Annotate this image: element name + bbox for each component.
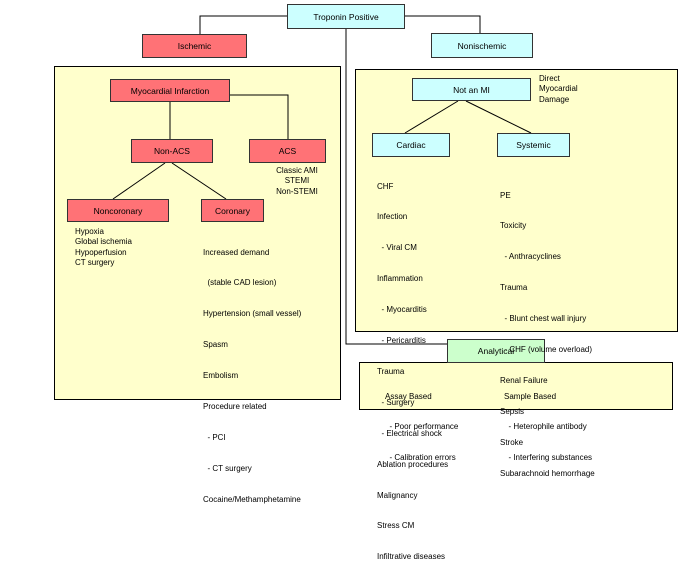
- noncoronary-item: CT surgery: [75, 257, 115, 267]
- troponin-positive-box: Troponin Positive: [287, 4, 405, 29]
- systemic-item: Sepsis: [500, 406, 525, 416]
- ischemic-box: Ischemic: [142, 34, 247, 58]
- acs-box: ACS: [249, 139, 326, 163]
- ischemic-panel: [54, 66, 341, 400]
- not-an-mi-box: Not an MI: [412, 78, 531, 101]
- nonischemic-box: Nonischemic: [431, 33, 533, 58]
- cardiac-box: Cardiac: [372, 133, 450, 157]
- cardiac-list: CHF Infection - Viral CM Inflammation - …: [377, 161, 448, 573]
- acs-item: Non-STEMI: [276, 186, 318, 196]
- myocardial-infarction-box: Myocardial Infarction: [110, 79, 230, 102]
- coronary-item: Increased demand: [203, 247, 270, 257]
- coronary-box: Coronary: [201, 199, 264, 222]
- systemic-item: Toxicity: [500, 221, 527, 231]
- sample-based-list: Sample Based - Heterophile antibody - In…: [504, 371, 592, 474]
- nonischemic-panel: [355, 69, 678, 332]
- noncoronary-item: Hypoperfusion: [75, 247, 127, 257]
- connector-lines: [112, 15, 532, 345]
- noncoronary-item: Hypoxia: [75, 227, 104, 236]
- assay-based-title: Assay Based: [385, 391, 432, 401]
- noncoronary-box: Noncoronary: [67, 199, 169, 222]
- cardiac-item: Stress CM: [377, 521, 415, 531]
- coronary-item: Hypertension (small vessel): [203, 309, 302, 319]
- cardiac-item: Trauma: [377, 366, 405, 376]
- cardiac-item: Malignancy: [377, 490, 418, 500]
- direct-damage-label: Direct Myocardial Damage: [539, 74, 578, 105]
- cardiac-item: CHF: [377, 181, 394, 191]
- systemic-item: - CHF (volume overload): [500, 345, 593, 355]
- noncoronary-item: Global ischemia: [75, 237, 132, 247]
- acs-list: Classic AMI STEMI Non-STEMI: [264, 166, 330, 197]
- sample-item: - Heterophile antibody: [504, 422, 587, 432]
- analytical-panel: [359, 362, 673, 410]
- non-acs-box: Non-ACS: [131, 139, 213, 163]
- coronary-item: Cocaine/Methamphetamine: [203, 494, 301, 504]
- cardiac-item: - Viral CM: [377, 243, 417, 253]
- cardiac-item: - Myocarditis: [377, 305, 427, 315]
- systemic-item: - Blunt chest wall injury: [500, 314, 587, 324]
- systemic-item: Renal Failure: [500, 375, 548, 385]
- coronary-item: - PCI: [203, 432, 226, 442]
- cardiac-item: Infiltrative diseases: [377, 552, 446, 562]
- acs-item: Classic AMI: [276, 166, 318, 175]
- sample-item: - Interfering substances: [504, 453, 593, 463]
- systemic-item: Trauma: [500, 283, 528, 293]
- systemic-item: - Anthracyclines: [500, 252, 561, 262]
- assay-item: - Calibration errors: [385, 453, 456, 463]
- coronary-list: Increased demand (stable CAD lesion) Hyp…: [203, 227, 301, 515]
- sample-based-title: Sample Based: [504, 391, 557, 401]
- systemic-box: Systemic: [497, 133, 570, 157]
- coronary-item: Embolism: [203, 371, 239, 381]
- acs-item: STEMI: [284, 176, 310, 186]
- cardiac-item: Inflammation: [377, 274, 423, 284]
- noncoronary-list: Hypoxia Global ischemia Hypoperfusion CT…: [75, 227, 132, 268]
- assay-item: - Poor performance: [385, 422, 459, 432]
- systemic-item: PE: [500, 190, 511, 200]
- cardiac-item: - Surgery: [377, 397, 415, 407]
- coronary-item: Spasm: [203, 340, 228, 350]
- cardiac-item: Infection: [377, 212, 408, 222]
- coronary-item: Procedure related: [203, 402, 267, 412]
- cardiac-item: - Pericarditis: [377, 336, 426, 346]
- direct-damage-line: Direct: [539, 74, 560, 83]
- direct-damage-line: Myocardial: [539, 84, 578, 94]
- analytical-box: Analytical: [447, 339, 545, 363]
- direct-damage-line: Damage: [539, 94, 570, 104]
- coronary-item: (stable CAD lesion): [203, 278, 277, 288]
- assay-based-list: Assay Based - Poor performance - Calibra…: [385, 371, 458, 474]
- coronary-item: - CT surgery: [203, 463, 252, 473]
